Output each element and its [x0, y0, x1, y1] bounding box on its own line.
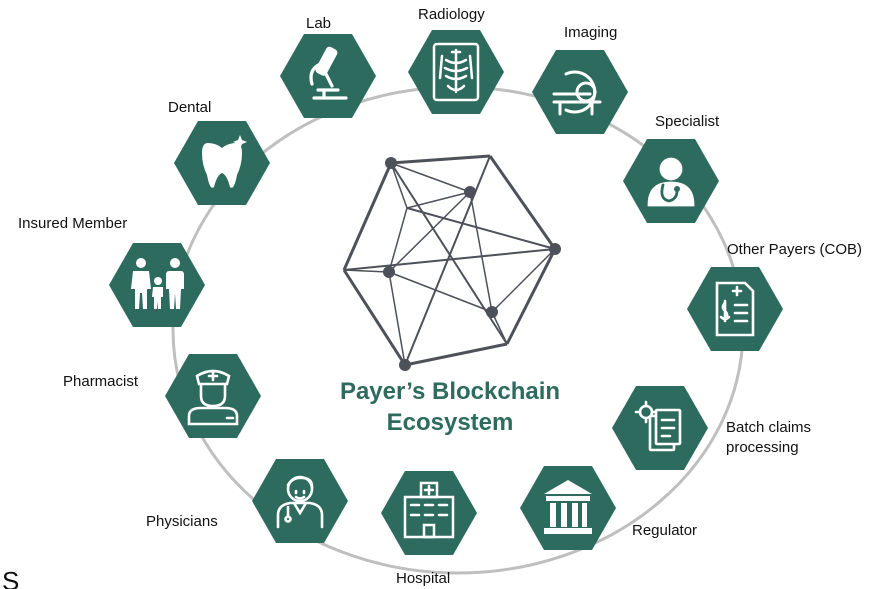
label-physicians: Physicians: [146, 513, 218, 530]
label-regulator: Regulator: [632, 522, 698, 539]
network-edge: [406, 207, 556, 250]
label-batch-claims: Batch claims processing: [726, 418, 811, 458]
network-edge: [469, 191, 493, 313]
network-node: [486, 306, 498, 318]
hex-batch-claims[interactable]: [612, 386, 708, 470]
diagram-title: Payer’s Blockchain Ecosystem: [290, 376, 610, 438]
nurse-pharmacist-icon: [187, 369, 239, 426]
label-batch-claims-line2: processing: [726, 439, 799, 456]
hex-radiology[interactable]: [408, 30, 504, 114]
hex-physicians[interactable]: [252, 459, 348, 543]
hex-insured-member[interactable]: [109, 243, 205, 327]
network-edge: [342, 269, 407, 366]
network-edge: [390, 162, 471, 193]
network-edge: [505, 248, 557, 345]
network-edge: [343, 248, 556, 271]
label-insured-member: Insured Member: [18, 215, 128, 232]
network-edge: [388, 271, 406, 366]
tooth-icon: [202, 135, 247, 188]
network-edge: [388, 207, 408, 273]
hex-regulator[interactable]: [520, 466, 616, 550]
hex-pharmacist[interactable]: [165, 354, 261, 438]
label-batch-claims-line1: Batch claims: [726, 419, 812, 436]
label-lab: Lab: [306, 15, 332, 32]
label-radiology: Radiology: [418, 6, 485, 23]
network-edge: [390, 154, 491, 165]
network-edge: [342, 162, 393, 271]
title-line-1: Payer’s Blockchain: [339, 378, 561, 405]
network-node: [385, 157, 397, 169]
network-node: [383, 266, 395, 278]
label-dental: Dental: [168, 99, 212, 116]
network-edge: [491, 248, 556, 313]
label-imaging: Imaging: [564, 24, 618, 41]
label-hospital: Hospital: [396, 570, 451, 587]
network-edge: [390, 162, 408, 209]
network-node: [549, 243, 561, 255]
hex-hospital[interactable]: [381, 471, 477, 555]
gear-documents-icon: [634, 400, 682, 452]
hospital-building-icon: [403, 481, 455, 539]
network-edge: [343, 269, 390, 273]
blockchain-network-icon: [342, 154, 561, 371]
hex-lab[interactable]: [280, 34, 376, 118]
label-pharmacist: Pharmacist: [63, 373, 139, 390]
government-building-icon: [544, 480, 592, 534]
physician-icon: [276, 475, 324, 529]
label-other-payers: Other Payers (COB): [727, 241, 863, 258]
network-edge: [406, 191, 471, 209]
stray-text: S: [2, 566, 20, 589]
hex-dental[interactable]: [174, 121, 270, 205]
network-node: [399, 359, 411, 371]
network-node: [464, 186, 476, 198]
network-edge: [404, 342, 508, 367]
network-edge: [388, 191, 471, 273]
hex-other-payers[interactable]: [687, 267, 783, 351]
xray-icon: [432, 42, 480, 102]
network-edge: [388, 271, 493, 313]
family-icon: [131, 258, 184, 309]
label-specialist: Specialist: [655, 113, 720, 130]
mri-scanner-icon: [552, 70, 602, 116]
hex-imaging[interactable]: [532, 50, 628, 134]
hex-specialist[interactable]: [623, 139, 719, 223]
doctor-stethoscope-icon: [647, 157, 695, 207]
network-edge: [488, 155, 557, 250]
title-line-2: Ecosystem: [386, 409, 514, 436]
invoice-dollar-icon: [715, 281, 755, 337]
microscope-icon: [309, 46, 348, 100]
